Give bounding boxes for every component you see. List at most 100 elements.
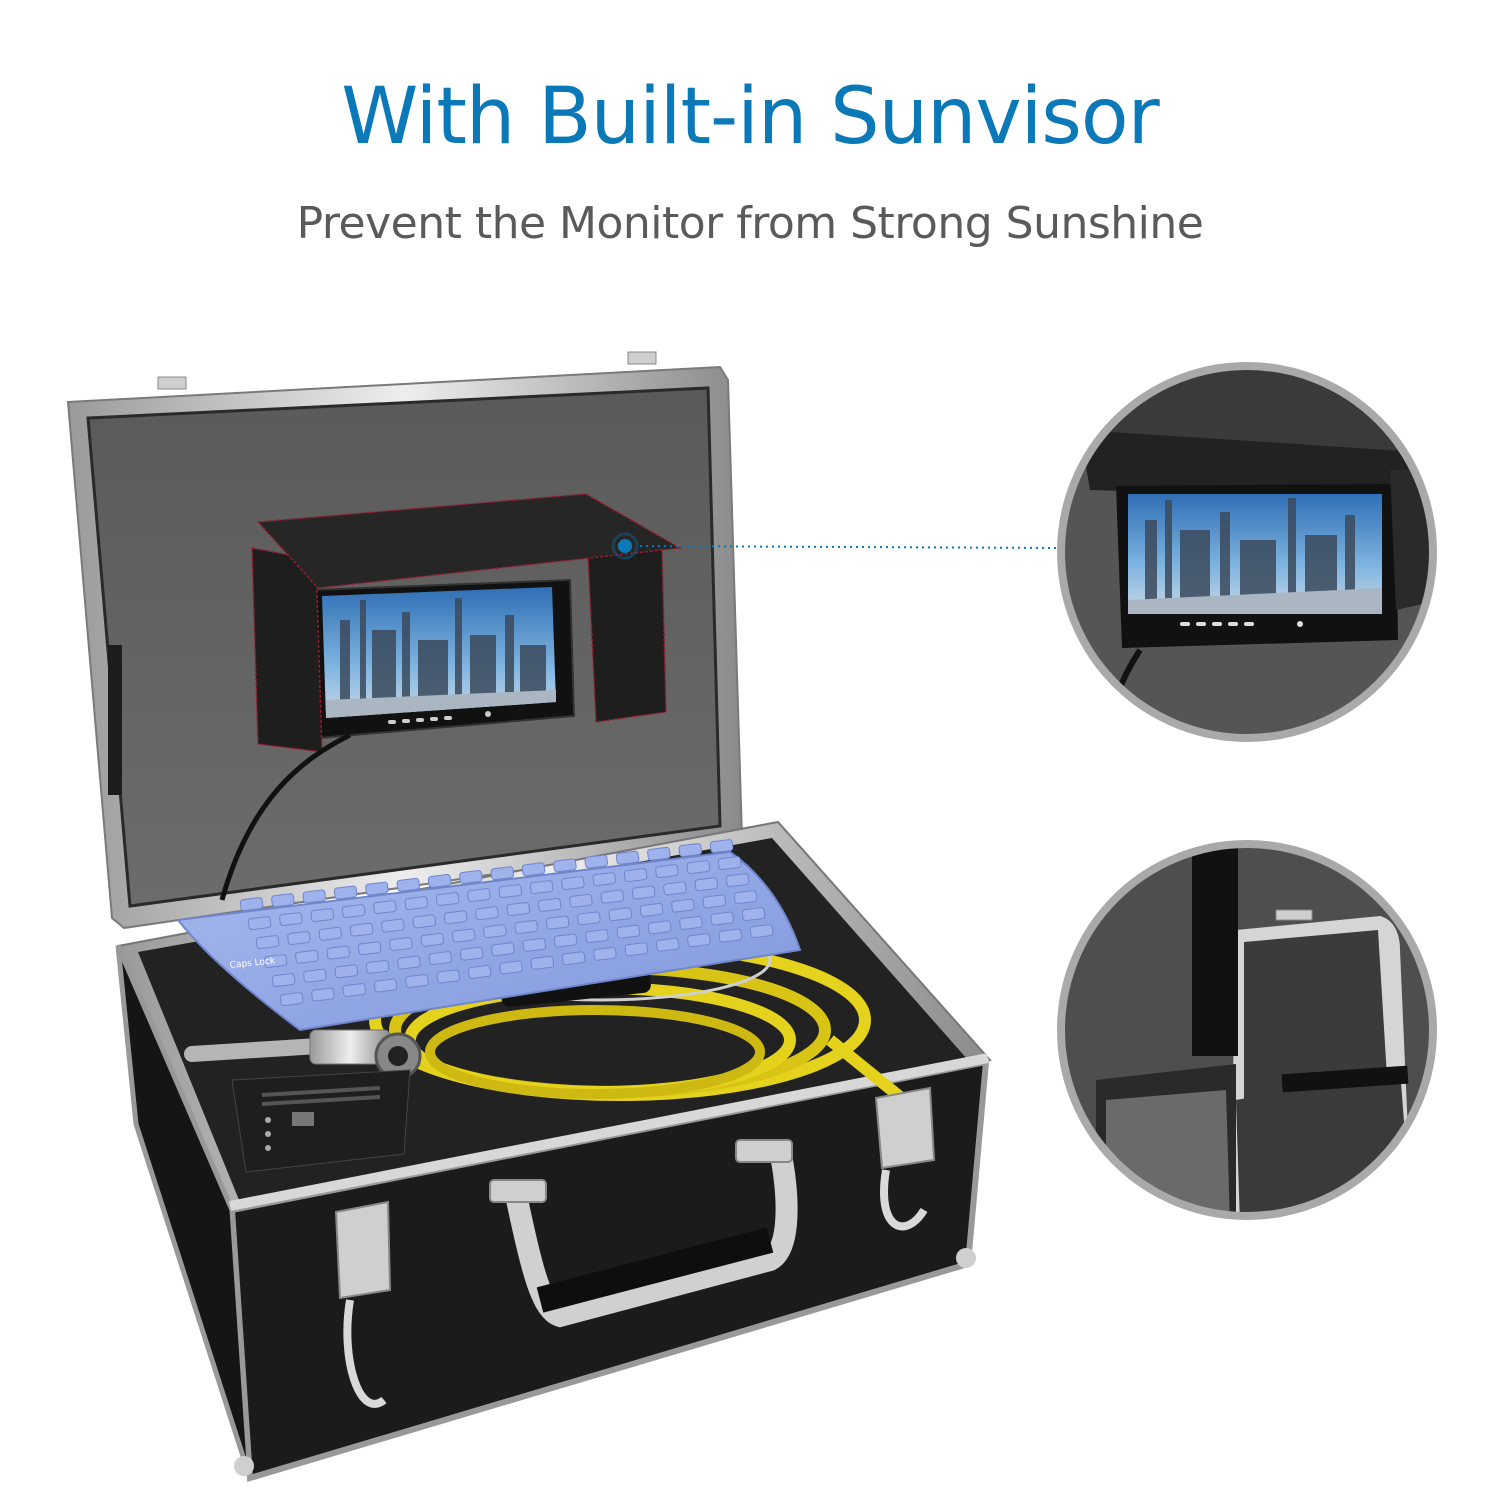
keyboard-key <box>373 900 397 915</box>
usb-port <box>292 1112 314 1126</box>
keyboard-key <box>420 932 445 947</box>
keyboard-key <box>412 914 437 929</box>
keyboard-key <box>702 894 727 909</box>
monitor-cable <box>219 732 352 901</box>
keyboard-key <box>311 987 335 1002</box>
carry-handle[interactable] <box>503 1147 798 1328</box>
keyboard-key <box>530 955 555 970</box>
keyboard-key <box>287 931 311 945</box>
keyboard-key <box>514 920 539 934</box>
sunvisor-right-flap <box>587 547 667 723</box>
keyboard-key <box>749 924 774 939</box>
keyboard-key <box>373 978 398 993</box>
keyboard-key <box>655 937 680 952</box>
zoom-frame-top <box>1057 362 1437 742</box>
keyboard-key <box>647 920 672 935</box>
zoom-velcro-icon <box>1057 840 1437 1220</box>
keyboard-key <box>239 897 264 912</box>
keyboard-key <box>302 889 327 904</box>
keyboard-key <box>709 839 734 854</box>
keyboard-key <box>741 907 766 922</box>
keyboard-key <box>389 937 413 951</box>
keyboard-key <box>271 893 295 908</box>
keyboard-key <box>404 896 429 911</box>
keyboard-key <box>647 846 671 861</box>
keyboard-key <box>334 964 359 979</box>
keyboard-key <box>615 850 640 865</box>
lid-clip-left <box>157 376 187 390</box>
keyboard-key <box>475 906 499 921</box>
flexible-keyboard: Caps Lock <box>176 839 802 1032</box>
keyboard-key <box>529 880 554 895</box>
keyboard-key <box>342 983 367 997</box>
keyboard-key <box>483 924 507 939</box>
keyboard-key <box>663 881 687 896</box>
latch-left <box>334 1200 392 1300</box>
keyboard-key <box>733 890 758 905</box>
keyboard-key <box>631 885 656 900</box>
lid-slot <box>108 645 122 795</box>
keyboard-key <box>303 968 327 983</box>
zoom-frame-bottom <box>1057 840 1437 1220</box>
keyboard-key <box>427 873 452 888</box>
screen-pipes <box>326 690 556 718</box>
monitor-with-sunvisor <box>219 493 683 901</box>
control-panel <box>231 1069 411 1173</box>
keyboard-key <box>608 907 633 922</box>
keyboard-key <box>577 911 601 926</box>
page-subtitle: Prevent the Monitor from Strong Sunshine <box>296 198 1204 249</box>
callout-dot-icon <box>618 539 632 553</box>
callout-line <box>639 545 1061 549</box>
keyboard-key <box>499 960 523 975</box>
keyboard-key <box>585 929 609 944</box>
screen-factory-image <box>340 598 546 705</box>
keyboard-key <box>397 955 421 970</box>
keyboard-key <box>537 897 562 912</box>
keyboard-key <box>255 935 280 950</box>
caps-lock-label: Caps Lock <box>229 956 276 971</box>
keyboard-key <box>436 969 461 984</box>
keyboard-key <box>326 945 351 960</box>
keyboard-key <box>687 933 711 948</box>
case-side <box>115 945 253 1479</box>
keyboard-key <box>623 868 648 883</box>
keyboard-key <box>639 902 664 917</box>
keyboard-key <box>467 964 492 979</box>
keyboard-key <box>365 881 389 896</box>
keyboard-key <box>381 918 405 933</box>
keyboard-key <box>718 928 743 943</box>
keyboard-key <box>522 937 547 952</box>
keyboard-key <box>467 888 491 903</box>
keyboard-key <box>710 911 735 926</box>
keyboard-key <box>569 893 593 908</box>
keyboard-keys <box>239 839 774 1007</box>
keyboard-key <box>451 928 476 943</box>
keyboard-key <box>443 910 468 925</box>
keyboard-key <box>655 864 679 879</box>
keyboard-key <box>678 843 703 857</box>
keyboard-key <box>396 877 421 892</box>
keyboard-key <box>584 854 609 869</box>
keyboard-key <box>349 922 374 937</box>
handle-mount-right <box>735 1139 793 1163</box>
keyboard-key <box>561 951 586 966</box>
keyboard-key <box>561 876 585 891</box>
latch-left-ring <box>343 1299 387 1408</box>
keyboard-key <box>365 959 390 974</box>
keyboard-key <box>506 902 531 916</box>
keyboard-key <box>405 974 429 988</box>
case-hardware <box>334 1086 936 1408</box>
callout-dot-ring <box>611 532 639 560</box>
keyboard-key <box>694 877 719 892</box>
keyboard-key <box>459 870 483 884</box>
keyboard-key <box>616 924 641 939</box>
monitor-buttons <box>388 711 491 724</box>
keyboard-key <box>341 904 366 919</box>
corner-cap-right <box>956 1248 976 1268</box>
sunvisor-hood <box>256 493 683 589</box>
keyboard-key <box>545 915 570 930</box>
keyboard-key <box>333 885 358 900</box>
keyboard-key <box>318 926 343 941</box>
keyboard-key <box>490 866 515 881</box>
